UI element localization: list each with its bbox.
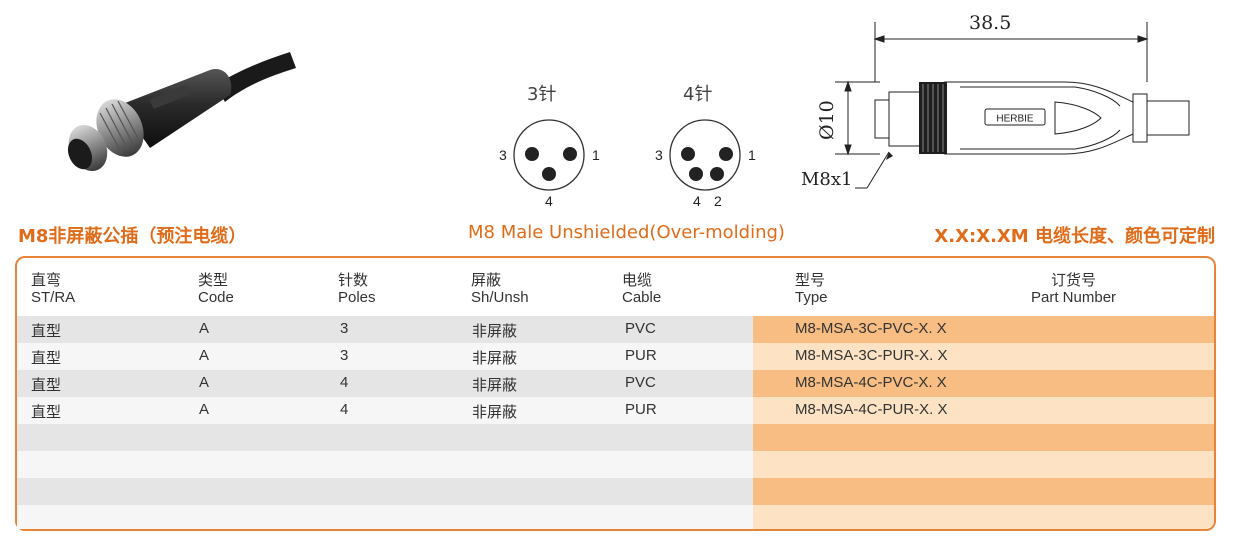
connector-photo — [67, 52, 296, 172]
pin-number: 3 — [655, 147, 663, 163]
four-pin-label: 4针 — [683, 84, 713, 105]
header-cn: 型号 — [795, 272, 826, 289]
cell-poles: 3 — [340, 320, 349, 337]
cell-shield: 非屏蔽 — [472, 350, 518, 367]
pin-number: 4 — [693, 193, 701, 209]
column-header-shield: 屏蔽 Sh/Unsh — [471, 272, 529, 306]
table-row-empty — [17, 451, 1214, 478]
header-en: Cable — [622, 289, 662, 306]
column-header-st-ra: 直弯 ST/RA — [31, 272, 75, 306]
diameter-dimension: Ø10 — [816, 100, 838, 140]
cell-code: A — [199, 374, 210, 391]
header-cn: 直弯 — [31, 272, 62, 289]
cell-poles: 4 — [340, 401, 349, 418]
cell-st-ra: 直型 — [31, 404, 62, 421]
header-en: Part Number — [1031, 289, 1117, 306]
column-header-part-number: 订货号 Part Number — [1031, 272, 1116, 306]
cell-st-ra: 直型 — [31, 377, 62, 394]
column-header-cable: 电缆 Cable — [622, 272, 661, 306]
thread-callout: M8x1 — [801, 169, 853, 190]
cell-poles: 3 — [340, 347, 349, 364]
pin-number: 2 — [714, 193, 722, 209]
cell-cable: PVC — [625, 320, 656, 337]
dimension-drawing: 38.5 Ø10 M8x1 HERBIE — [801, 12, 1190, 190]
cell-code: A — [199, 347, 210, 364]
column-header-type: 型号 Type — [795, 272, 828, 306]
pin-number: 3 — [499, 147, 507, 163]
pin-number: 4 — [545, 193, 553, 209]
spec-table-frame — [15, 256, 1216, 531]
header-en: Poles — [338, 289, 376, 306]
table-row: 直型 A 4 非屏蔽 PVC M8-MSA-4C-PVC-X. X — [17, 370, 1214, 397]
cell-code: A — [199, 401, 210, 418]
en-title: M8 Male Unshielded(Over-molding) — [468, 222, 785, 243]
cell-shield: 非屏蔽 — [472, 377, 518, 394]
cell-poles: 4 — [340, 374, 349, 391]
table-row-empty — [17, 424, 1214, 451]
header-cn: 屏蔽 — [471, 272, 502, 289]
cell-shield: 非屏蔽 — [472, 404, 518, 421]
table-row-empty — [17, 505, 1214, 529]
column-header-poles: 针数 Poles — [338, 272, 376, 306]
pin-number: 1 — [592, 147, 600, 163]
cell-code: A — [199, 320, 210, 337]
pin-number: 1 — [748, 147, 756, 163]
column-header-code: 类型 Code — [198, 272, 234, 306]
table-row: 直型 A 3 非屏蔽 PUR M8-MSA-3C-PUR-X. X — [17, 343, 1214, 370]
header-en: Type — [795, 289, 828, 306]
cell-type: M8-MSA-4C-PVC-X. X — [795, 374, 947, 391]
cell-st-ra: 直型 — [31, 350, 62, 367]
cell-type: M8-MSA-3C-PUR-X. X — [795, 347, 948, 364]
cell-cable: PUR — [625, 401, 657, 418]
four-pin-face — [669, 119, 741, 191]
length-note: X.X:X.XM 电缆长度、颜色可定制 — [934, 222, 1215, 248]
header-en: ST/RA — [31, 289, 76, 306]
table-row: 直型 A 4 非屏蔽 PUR M8-MSA-4C-PUR-X. X — [17, 397, 1214, 424]
three-pin-face — [513, 119, 585, 191]
header-en: Code — [198, 289, 234, 306]
cell-st-ra: 直型 — [31, 323, 62, 340]
cell-type: M8-MSA-4C-PUR-X. X — [795, 401, 948, 418]
header-cn: 订货号 — [1051, 272, 1097, 289]
header-cn: 针数 — [338, 272, 369, 289]
length-note-text: 电缆长度、颜色可定制 — [1035, 226, 1215, 247]
header-en: Sh/Unsh — [471, 289, 529, 306]
cell-cable: PVC — [625, 374, 656, 391]
table-row: 直型 A 3 非屏蔽 PVC M8-MSA-3C-PVC-X. X — [17, 316, 1214, 343]
cell-type: M8-MSA-3C-PVC-X. X — [795, 320, 947, 337]
cell-cable: PUR — [625, 347, 657, 364]
header-cn: 类型 — [198, 272, 229, 289]
three-pin-label: 3针 — [527, 84, 557, 105]
cell-shield: 非屏蔽 — [472, 323, 518, 340]
length-code: X.X:X.XM — [934, 226, 1029, 247]
cn-title: M8非屏蔽公插（预注电缆） — [18, 226, 247, 247]
length-dimension: 38.5 — [969, 12, 1011, 34]
table-row-empty — [17, 478, 1214, 505]
logo-text: HERBIE — [996, 114, 1034, 125]
header-cn: 电缆 — [622, 272, 653, 289]
